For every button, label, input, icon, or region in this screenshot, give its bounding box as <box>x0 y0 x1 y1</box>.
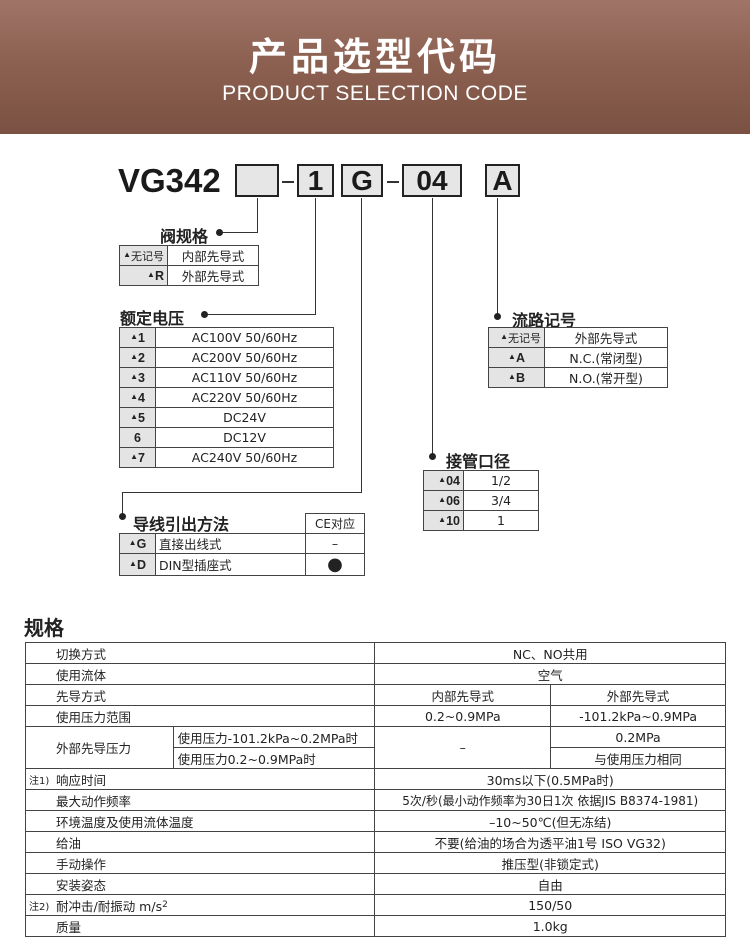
code-box-port: 04 <box>402 164 462 197</box>
table-row: ▲G 直接出线式 – <box>119 533 365 554</box>
model-prefix: VG342 <box>118 162 221 199</box>
table-row: ▲06 3/4 <box>423 490 539 511</box>
table-row: 质量 1.0kg <box>24 915 726 937</box>
footnote-marker: 注2) <box>29 902 50 913</box>
table-row: 切换方式 NC、NO共用 <box>24 642 726 664</box>
leader-line <box>497 198 498 316</box>
voltage-label: 额定电压 <box>120 309 185 328</box>
table-row: 注2)耐冲击/耐振动 m/s2 150/50 <box>24 894 726 916</box>
leader-dot <box>494 313 501 320</box>
table-row: ▲5 DC24V <box>119 407 334 428</box>
table-row: ▲无记号 内部先导式 <box>119 245 259 266</box>
page-title: 产品选型代码 <box>248 35 501 79</box>
table-row: 先导方式 内部先导式 外部先导式 <box>24 684 726 706</box>
leader-line <box>315 198 316 314</box>
table-row: 使用压力0.2~0.9MPa时 与使用压力相同 <box>26 747 726 769</box>
leader-dot <box>429 453 436 460</box>
leader-line <box>220 232 258 233</box>
port-table: ▲04 1/2 ▲06 3/4 ▲10 1 <box>423 470 539 531</box>
table-row: 环境温度及使用流体温度 –10~50℃(但无冻结) <box>24 810 726 832</box>
valve-spec-label: 阀规格 <box>160 227 209 246</box>
page-subtitle: PRODUCT SELECTION CODE <box>222 82 528 105</box>
table-row: 给油 不要(给油的场合为透平油1号 ISO VG32) <box>24 831 726 853</box>
spec-title: 规格 <box>24 616 64 640</box>
leader-line <box>122 492 362 493</box>
leader-line <box>257 198 258 232</box>
table-row: ▲04 1/2 <box>423 470 539 491</box>
wiring-table: CE对应 ▲G 直接出线式 – ▲D DIN型插座式 ● <box>119 513 365 576</box>
code-box-wiring: G <box>341 164 383 197</box>
footnote-marker: 注1) <box>29 776 50 787</box>
leader-line <box>432 198 433 456</box>
port-label: 接管口径 <box>446 452 511 471</box>
leader-line <box>361 198 362 492</box>
table-row: ▲3 AC110V 50/60Hz <box>119 367 334 388</box>
table-row: ▲2 AC200V 50/60Hz <box>119 347 334 368</box>
table-row: ▲D DIN型插座式 ● <box>119 553 365 576</box>
header-banner: 产品选型代码 PRODUCT SELECTION CODE <box>0 0 750 134</box>
table-row: 外部先导压力 使用压力-101.2kPa~0.2MPa时 – 0.2MPa <box>25 726 726 769</box>
wiring-label: 导线引出方法 <box>133 515 230 534</box>
leader-dot <box>201 311 208 318</box>
code-box-flow: A <box>485 164 520 197</box>
ce-header: CE对应 <box>305 513 365 534</box>
table-row: ▲A N.C.(常闭型) <box>488 347 668 368</box>
table-row: ▲4 AC220V 50/60Hz <box>119 387 334 408</box>
spec-table: 切换方式 NC、NO共用 使用流体 空气 先导方式 内部先导式 外部先导式 使用… <box>24 642 726 937</box>
table-row: ▲7 AC240V 50/60Hz <box>119 447 334 468</box>
code-dash <box>387 181 399 183</box>
table-row: 6 DC12V <box>119 427 334 448</box>
table-row: ▲R 外部先导式 <box>119 265 259 286</box>
code-dash <box>282 181 294 183</box>
table-row: 使用压力范围 0.2~0.9MPa -101.2kPa~0.9MPa <box>24 705 726 727</box>
table-row: ▲无记号 外部先导式 <box>488 327 668 348</box>
code-box-voltage: 1 <box>297 164 334 197</box>
table-row: 注1)响应时间 30ms以下(0.5MPa时) <box>24 768 726 790</box>
flow-label: 流路记号 <box>512 311 577 330</box>
table-row: ▲10 1 <box>423 510 539 531</box>
table-row: ▲B N.O.(常开型) <box>488 367 668 388</box>
table-row: ▲1 AC100V 50/60Hz <box>119 327 334 348</box>
leader-line <box>205 314 316 315</box>
table-row: 最大动作频率 5次/秒(最小动作频率为30日1次 依据JIS B8374-198… <box>24 789 726 811</box>
valve-spec-table: ▲无记号 内部先导式 ▲R 外部先导式 <box>119 245 259 286</box>
table-row: 使用流体 空气 <box>24 663 726 685</box>
code-box-valve <box>235 164 279 197</box>
table-row: 手动操作 推压型(非锁定式) <box>24 852 726 874</box>
voltage-table: ▲1 AC100V 50/60Hz ▲2 AC200V 50/60Hz ▲3 A… <box>119 327 334 468</box>
table-row: 安装姿态 自由 <box>24 873 726 895</box>
flow-table: ▲无记号 外部先导式 ▲A N.C.(常闭型) ▲B N.O.(常开型) <box>488 327 668 388</box>
leader-line <box>122 492 123 516</box>
leader-dot <box>216 229 223 236</box>
leader-dot <box>119 513 126 520</box>
